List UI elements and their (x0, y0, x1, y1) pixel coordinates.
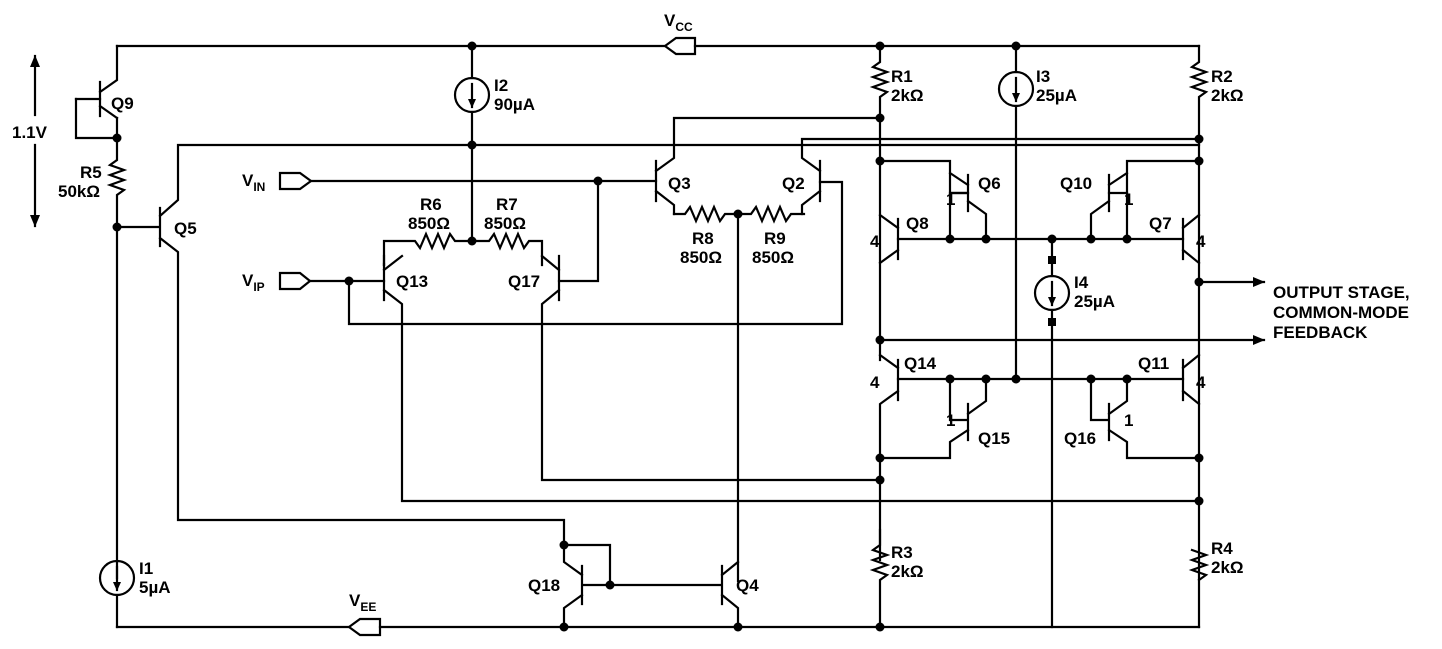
r4-value: 2kΩ (1211, 558, 1244, 577)
q3-label: Q3 (668, 174, 691, 193)
q11-label: Q11 (1138, 354, 1169, 373)
q5-label: Q5 (174, 219, 197, 238)
vcc-label: VCC (664, 11, 693, 34)
vcc-rail (115, 36, 1201, 56)
input-bias (308, 44, 1201, 503)
i2-name: I2 (494, 76, 508, 95)
r5-value: 50kΩ (58, 182, 100, 201)
upper-mirrors (869, 44, 1266, 629)
voltage-span-label: 1.1V (12, 123, 48, 142)
q15-label: Q15 (978, 429, 1010, 448)
r2-value: 2kΩ (1211, 86, 1244, 105)
r4-name: R4 (1211, 539, 1233, 558)
vip-label: VIP (242, 271, 265, 294)
q4-label: Q4 (736, 576, 759, 595)
r2-name: R2 (1211, 67, 1233, 86)
output-label-line1: OUTPUT STAGE, (1273, 283, 1410, 302)
i2-value: 90µA (494, 95, 535, 114)
q15-ratio: 1 (946, 411, 955, 430)
vin-input: VIN (242, 171, 313, 194)
junction-dots (112, 41, 1204, 632)
i2-source (453, 76, 491, 114)
q11-ratio: 4 (1196, 373, 1206, 392)
r7-name: R7 (496, 195, 518, 214)
r6-value: 850Ω (408, 214, 450, 233)
q6-ratio: 1 (946, 190, 955, 209)
i3-source (997, 70, 1035, 108)
output-label-line2: COMMON-MODE (1273, 303, 1409, 322)
vin-label: VIN (242, 171, 265, 194)
output-label-line3: FEEDBACK (1273, 323, 1368, 342)
tail-mirror (562, 543, 740, 629)
vee-port (347, 617, 382, 637)
q2-label: Q2 (782, 174, 805, 193)
i3-value: 25µA (1036, 86, 1077, 105)
q14-ratio: 4 (870, 373, 880, 392)
q10-label: Q10 (1060, 174, 1092, 193)
i1-name: I1 (139, 559, 153, 578)
q16-ratio: 1 (1124, 411, 1133, 430)
q10-ratio: 1 (1124, 190, 1133, 209)
r3-value: 2kΩ (891, 562, 924, 581)
r6-name: R6 (420, 195, 442, 214)
q8-label: Q8 (906, 214, 929, 233)
q14-label: Q14 (904, 354, 937, 373)
q16-label: Q16 (1064, 429, 1096, 448)
r1-name: R1 (891, 67, 913, 86)
r8-value: 850Ω (680, 248, 722, 267)
q18-label: Q18 (528, 576, 560, 595)
r9-value: 850Ω (752, 248, 794, 267)
q17-label: Q17 (508, 272, 540, 291)
i1-source (98, 559, 136, 597)
r9-name: R9 (764, 229, 786, 248)
r3-name: R3 (891, 543, 913, 562)
lower-mirrors (869, 338, 1210, 629)
q7-ratio: 4 (1196, 232, 1206, 251)
vip-input: VIP (242, 271, 312, 294)
r7-value: 850Ω (484, 214, 526, 233)
q6-label: Q6 (978, 174, 1001, 193)
r5-name: R5 (80, 163, 102, 182)
i4-source (1033, 274, 1071, 312)
r8-name: R8 (692, 229, 714, 248)
bias-chain (74, 44, 1201, 629)
r1-value: 2kΩ (891, 86, 924, 105)
i3-name: I3 (1036, 67, 1050, 86)
vee-label: VEE (349, 591, 376, 614)
vcc-port (663, 36, 697, 56)
i4-name: I4 (1074, 273, 1089, 292)
i1-value: 5µA (139, 578, 171, 597)
i4-value: 25µA (1074, 292, 1115, 311)
q13-label: Q13 (396, 272, 428, 291)
q7-label: Q7 (1149, 214, 1172, 233)
vee-rail (115, 617, 1201, 637)
q9-label: Q9 (111, 94, 134, 113)
q8-ratio: 4 (870, 232, 880, 251)
